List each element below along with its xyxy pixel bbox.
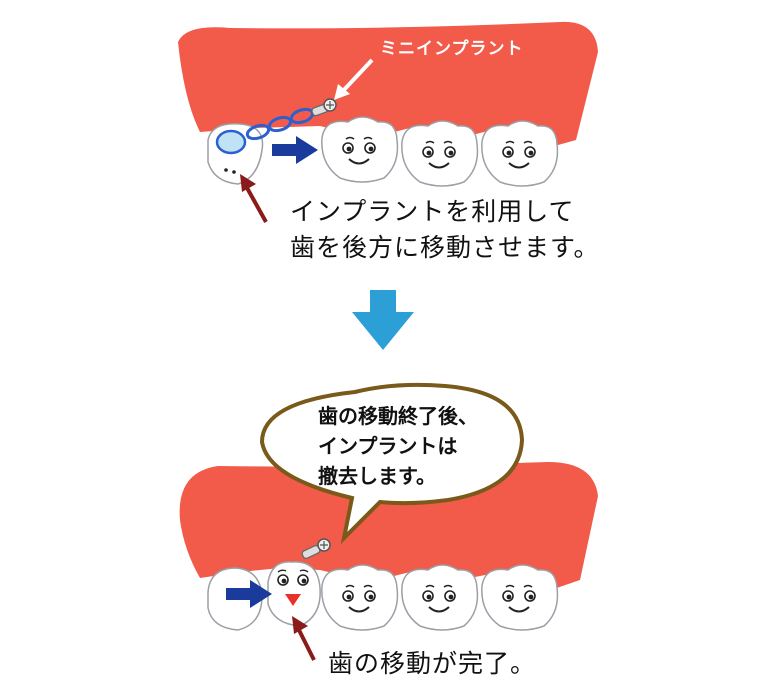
bubble-line3: 撤去します。	[318, 462, 436, 490]
tooth-moved	[268, 562, 320, 626]
tooth-top-1	[322, 117, 398, 182]
step1-caption-line1: インプラントを利用して	[290, 194, 575, 229]
right-arrow-icon	[272, 136, 318, 164]
tooth-top-2	[402, 121, 478, 186]
step1-caption-line2: 歯を後方に移動させます。	[290, 230, 600, 265]
pointer-arrow-icon	[240, 174, 266, 222]
tooth-top-3	[482, 121, 558, 186]
step2-caption: 歯の移動が完了。	[328, 646, 536, 681]
bubble-line1: 歯の移動終了後、	[318, 402, 478, 430]
bubble-line2: インプラントは	[318, 432, 457, 460]
tooth-bottom-1	[322, 565, 398, 630]
tooth-bottom-3	[482, 565, 558, 630]
mini-implant-label: ミニインプラント	[380, 34, 524, 59]
tooth-bottom-2	[402, 565, 478, 630]
down-arrow-icon	[352, 290, 414, 350]
